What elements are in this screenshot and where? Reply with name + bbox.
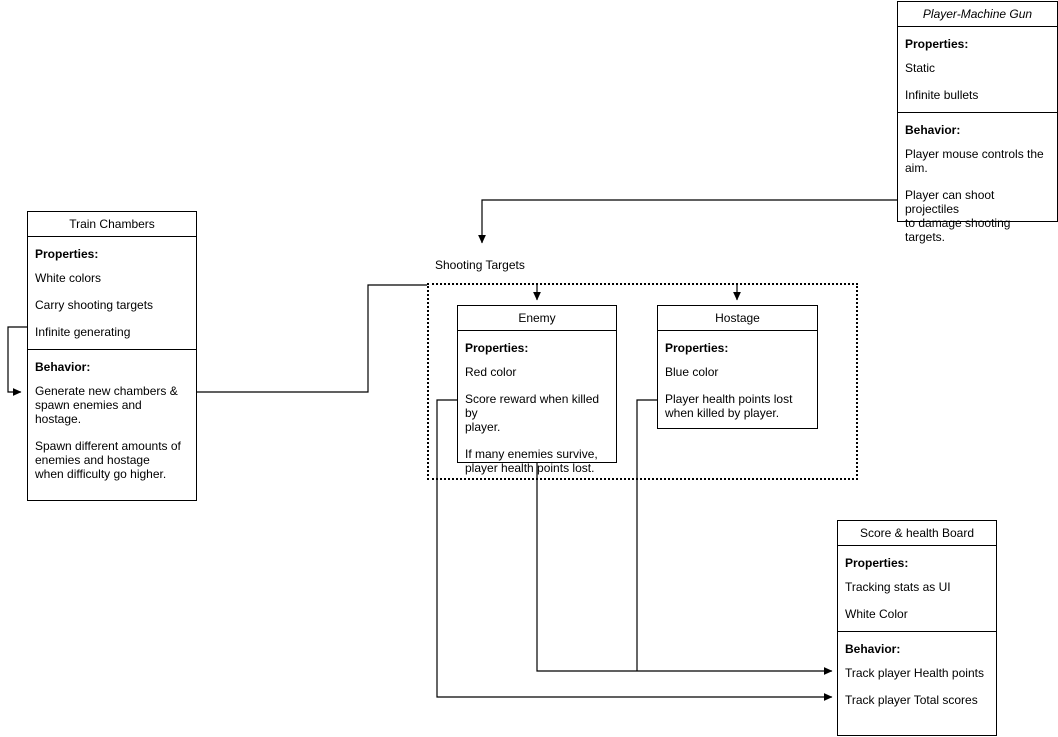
property-item: Tracking stats as UI: [845, 580, 951, 594]
property-item: Blue color: [665, 365, 719, 379]
shooting-targets-group: [427, 283, 858, 480]
properties-heading: Properties:: [35, 247, 99, 261]
property-item: White Color: [845, 607, 908, 621]
section-properties-score-health-board: Properties: Tracking stats as UI White C…: [838, 546, 996, 631]
section-properties-hostage: Properties: Blue color Player health poi…: [658, 331, 817, 430]
node-player-machine-gun[interactable]: Player-Machine Gun Properties: Static In…: [897, 1, 1058, 244]
behavior-item: Generate new chambers & spawn enemies an…: [35, 384, 178, 426]
properties-heading: Properties:: [905, 37, 969, 51]
connector-enemy-to-health: [536, 463, 833, 675]
node-title-score-health-board: Score & health Board: [838, 521, 996, 546]
property-item: Carry shooting targets: [35, 298, 154, 312]
property-item: Infinite generating: [35, 325, 131, 339]
node-title-train-chambers: Train Chambers: [28, 212, 196, 237]
properties-heading: Properties:: [845, 556, 909, 570]
property-item: Red color: [465, 365, 517, 379]
shooting-targets-group-label: Shooting Targets: [435, 258, 525, 272]
properties-heading: Properties:: [465, 341, 529, 355]
node-title-hostage: Hostage: [658, 306, 817, 331]
node-title-player-machine-gun: Player-Machine Gun: [898, 2, 1057, 27]
property-item: Score reward when killed by player.: [465, 392, 600, 434]
section-behavior-score-health-board: Behavior: Track player Health points Tra…: [838, 631, 996, 717]
behavior-heading: Behavior:: [845, 642, 901, 656]
behavior-heading: Behavior:: [905, 123, 961, 137]
section-properties-enemy: Properties: Red color Score reward when …: [458, 331, 616, 485]
connector-chambers-self-loop: [7, 326, 27, 396]
node-score-health-board[interactable]: Score & health Board Properties: Trackin…: [837, 520, 997, 736]
property-item: Infinite bullets: [905, 88, 979, 102]
property-item: White colors: [35, 271, 102, 285]
property-item: Player health points lost when killed by…: [665, 392, 793, 420]
connector-gun-to-targets: [478, 199, 897, 244]
section-properties-player-machine-gun: Properties: Static Infinite bullets: [898, 27, 1057, 112]
section-properties-train-chambers: Properties: White colors Carry shooting …: [28, 237, 196, 349]
node-train-chambers[interactable]: Train Chambers Properties: White colors …: [27, 211, 197, 501]
properties-heading: Properties:: [665, 341, 729, 355]
section-behavior-train-chambers: Behavior: Generate new chambers & spawn …: [28, 349, 196, 491]
behavior-item: Player can shoot projectiles to damage s…: [905, 188, 1011, 244]
behavior-item: Spawn different amounts of enemies and h…: [35, 439, 181, 481]
node-enemy[interactable]: Enemy Properties: Red color Score reward…: [457, 305, 617, 475]
node-hostage[interactable]: Hostage Properties: Blue color Player he…: [657, 305, 818, 429]
property-item: If many enemies survive, player health p…: [465, 447, 598, 475]
behavior-item: Player mouse controls the aim.: [905, 147, 1044, 175]
connector-chambers-to-targets: [197, 284, 427, 393]
section-behavior-player-machine-gun: Behavior: Player mouse controls the aim.…: [898, 112, 1057, 254]
property-item: Static: [905, 61, 936, 75]
behavior-item: Track player Health points: [845, 666, 984, 680]
behavior-item: Track player Total scores: [845, 693, 978, 707]
behavior-heading: Behavior:: [35, 360, 91, 374]
node-title-enemy: Enemy: [458, 306, 616, 331]
